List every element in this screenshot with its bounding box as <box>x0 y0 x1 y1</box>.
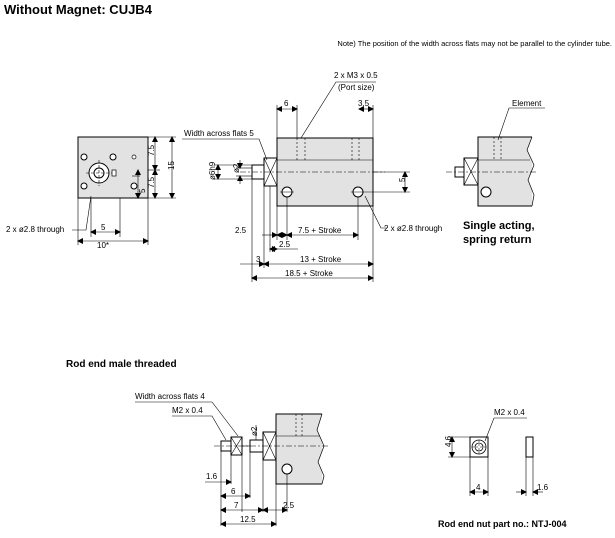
dim-6: 6 <box>284 99 289 108</box>
rod-end-heading: Rod end male threaded <box>66 359 177 370</box>
page-title: Without Magnet: CUJB4 <box>4 2 153 17</box>
dim-7-5-stroke: 7.5 + Stroke <box>298 226 342 235</box>
nut-views <box>448 417 543 496</box>
spring-return-caption: spring return <box>463 234 532 246</box>
end-dim-7-5-bottom: 7.5 <box>147 176 156 188</box>
note-text: Note) The position of the width across f… <box>337 39 612 48</box>
width-across-flats-5: Width across flats 5 <box>184 129 254 138</box>
bore-diameter: ø2 <box>232 163 241 173</box>
nut-side-view <box>525 436 534 458</box>
end-dim-5: 5 <box>138 188 147 193</box>
end-through-label: 2 x ø2.8 through <box>6 225 64 234</box>
element-label: Element <box>512 99 542 108</box>
main-view <box>182 81 410 282</box>
end-small-hole <box>80 153 88 161</box>
dim-3: 3 <box>256 255 261 264</box>
port-size-label-2: (Port size) <box>338 83 375 92</box>
nut-thread-label: M2 x 0.4 <box>494 408 525 417</box>
end-small-hole <box>130 182 138 190</box>
rod-width-across-flats-4: Width across flats 4 <box>135 392 205 401</box>
rod-dim-6: 6 <box>231 487 236 496</box>
rod-diameter: ø6h9 <box>208 161 217 180</box>
dim-3-5: 3.5 <box>358 99 370 108</box>
end-dim-5-bottom: 5 <box>101 223 106 232</box>
dim-5-right: 5 <box>398 177 407 182</box>
nut-dim-4: 4 <box>476 483 481 492</box>
end-dim-10: 10* <box>97 241 109 250</box>
rod-dim-2-5: 2.5 <box>283 501 295 510</box>
end-dim-15: 15 <box>167 161 176 170</box>
through-hole-label: 2 x ø2.8 through <box>384 224 442 233</box>
rod-dim-7: 7 <box>234 501 239 510</box>
rod-end-view <box>135 401 330 527</box>
nut-part-caption: Rod end nut part no.: NTJ-004 <box>438 519 567 529</box>
single-acting-caption: Single acting, <box>463 220 535 232</box>
nut-dim-4-6: 4.6 <box>444 435 453 447</box>
rod-thread-label: M2 x 0.4 <box>172 406 203 415</box>
end-dim-7-5-top: 7.5 <box>147 144 156 156</box>
end-view <box>72 136 176 245</box>
dim-13-stroke: 13 + Stroke <box>300 255 342 264</box>
nut-dim-1-6: 1.6 <box>537 483 549 492</box>
rod-dim-1-6: 1.6 <box>206 472 218 481</box>
dim-2-5-mid: 2.5 <box>279 240 291 249</box>
rod-diameter-2: ø2 <box>250 426 259 436</box>
dim-18-5-stroke: 18.5 + Stroke <box>285 269 333 278</box>
rod-dim-12-5: 12.5 <box>240 515 256 524</box>
end-small-hole <box>80 182 88 190</box>
element-view <box>446 107 545 207</box>
port-size-label-1: 2 x M3 x 0.5 <box>334 71 378 80</box>
dim-2-5-left: 2.5 <box>235 226 247 235</box>
end-small-hole <box>109 153 117 161</box>
